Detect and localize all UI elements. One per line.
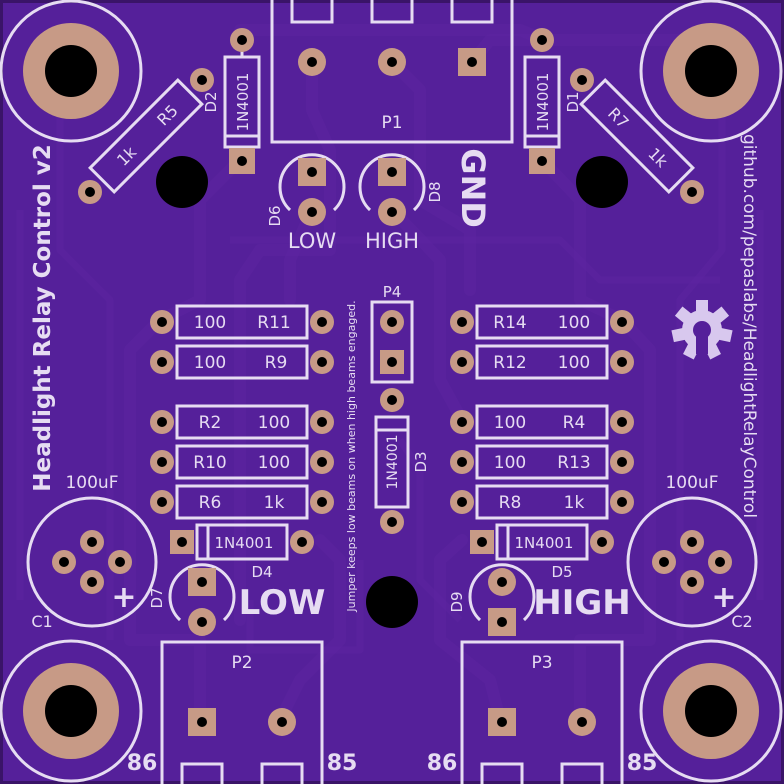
r12-value: 100 bbox=[558, 353, 590, 373]
diode-d1: 1N4001 D1 bbox=[523, 28, 582, 174]
r10-value: 100 bbox=[258, 453, 290, 473]
p2-pin85-label: 85 bbox=[327, 751, 358, 776]
d5-label: D5 bbox=[551, 563, 572, 581]
diode-d5: 1N4001 D5 bbox=[470, 523, 614, 581]
c1-plus: + bbox=[111, 580, 136, 615]
led-d9: D9 HIGH bbox=[448, 563, 631, 636]
d6-label: D6 bbox=[266, 205, 284, 226]
drill-hole-right bbox=[576, 156, 628, 208]
resistor-r2: R2 100 bbox=[150, 404, 334, 440]
open-hardware-gear-icon bbox=[671, 300, 733, 360]
led-d8: D8 HIGH bbox=[358, 153, 444, 253]
c1-label: C1 bbox=[31, 612, 52, 631]
connector-p3: P3 86 85 bbox=[427, 640, 658, 784]
p4-label: P4 bbox=[383, 283, 402, 301]
resistor-r4: 100 R4 bbox=[450, 404, 634, 440]
r6-value: 1k bbox=[264, 493, 285, 513]
resistor-r6: R6 1k bbox=[150, 484, 334, 520]
r14-label: R14 bbox=[493, 313, 526, 333]
r9-value: 100 bbox=[194, 353, 226, 373]
c2-plus: + bbox=[711, 580, 736, 615]
mounting-hole-bottom-left bbox=[0, 639, 143, 783]
drill-hole-left bbox=[156, 156, 208, 208]
c2-label: C2 bbox=[731, 612, 752, 631]
r4-value: 100 bbox=[494, 413, 526, 433]
d4-label: D4 bbox=[251, 563, 272, 581]
d1-label: D1 bbox=[564, 91, 582, 112]
led-d7: D7 LOW bbox=[148, 563, 326, 636]
connector-p2: P2 86 85 bbox=[127, 640, 358, 784]
r14-value: 100 bbox=[558, 313, 590, 333]
r9-label: R9 bbox=[265, 353, 288, 373]
d4-value: 1N4001 bbox=[215, 534, 274, 552]
resistor-r14: R14 100 bbox=[450, 304, 634, 340]
led-low-big-label: LOW bbox=[239, 583, 326, 623]
p2-label: P2 bbox=[231, 653, 252, 673]
diode-d3: 1N4001 D3 bbox=[374, 388, 430, 534]
led-d6: D6 LOW bbox=[266, 153, 346, 253]
p3-pin86-label: 86 bbox=[427, 751, 458, 776]
resistor-r13: 100 R13 bbox=[450, 444, 634, 480]
d8-label: D8 bbox=[426, 181, 444, 202]
board-title: Headlight Relay Control v2 bbox=[30, 144, 56, 492]
resistor-r10: R10 100 bbox=[150, 444, 334, 480]
capacitor-c1: + 100uF C1 bbox=[26, 473, 158, 631]
d1-value: 1N4001 bbox=[534, 73, 552, 132]
jumper-p4: P4 bbox=[370, 283, 414, 384]
diode-d4: 1N4001 D4 bbox=[170, 523, 314, 581]
r10-label: R10 bbox=[193, 453, 226, 473]
led-low-top-label: LOW bbox=[288, 229, 336, 253]
r8-value: 1k bbox=[564, 493, 585, 513]
d2-label: D2 bbox=[202, 91, 220, 112]
jumper-note: Jumper keeps low beams on when high beam… bbox=[345, 300, 358, 612]
c2-value: 100uF bbox=[665, 473, 718, 493]
resistor-r12: R12 100 bbox=[450, 344, 634, 380]
mounting-hole-top-left bbox=[0, 0, 143, 143]
r4-label: R4 bbox=[563, 413, 586, 433]
r12-label: R12 bbox=[493, 353, 526, 373]
r2-label: R2 bbox=[199, 413, 222, 433]
d5-value: 1N4001 bbox=[515, 534, 574, 552]
d7-label: D7 bbox=[148, 587, 166, 608]
connector-p1: P1 bbox=[270, 0, 514, 144]
gnd-label: GND bbox=[454, 148, 492, 228]
r6-label: R6 bbox=[199, 493, 222, 513]
d3-value: 1N4001 bbox=[385, 434, 401, 489]
r13-value: 100 bbox=[494, 453, 526, 473]
p3-label: P3 bbox=[531, 653, 552, 673]
d2-value: 1N4001 bbox=[234, 73, 252, 132]
p3-pin85-label: 85 bbox=[627, 751, 658, 776]
resistor-r11: 100 R11 bbox=[150, 304, 334, 340]
led-high-top-label: HIGH bbox=[365, 229, 419, 253]
capacitor-c2: + 100uF C2 bbox=[626, 473, 758, 631]
c1-value: 100uF bbox=[65, 473, 118, 493]
r11-value: 100 bbox=[194, 313, 226, 333]
r13-label: R13 bbox=[557, 453, 590, 473]
d3-label: D3 bbox=[412, 451, 430, 472]
diode-d2: 1N4001 D2 bbox=[202, 28, 261, 174]
r11-label: R11 bbox=[257, 313, 290, 333]
p2-pin86-label: 86 bbox=[127, 751, 158, 776]
led-high-big-label: HIGH bbox=[533, 583, 630, 623]
resistor-r9: 100 R9 bbox=[150, 344, 334, 380]
mounting-hole-top-right bbox=[639, 0, 783, 143]
drill-hole-bottom bbox=[366, 576, 418, 628]
r8-label: R8 bbox=[499, 493, 522, 513]
mounting-hole-bottom-right bbox=[639, 639, 783, 783]
resistor-r8: R8 1k bbox=[450, 484, 634, 520]
d9-label: D9 bbox=[448, 591, 466, 612]
board-url: github.com/pepaslabs/HeadlightRelayContr… bbox=[739, 134, 759, 518]
r2-value: 100 bbox=[258, 413, 290, 433]
copper-traces bbox=[16, 24, 764, 726]
p1-label: P1 bbox=[381, 113, 402, 133]
